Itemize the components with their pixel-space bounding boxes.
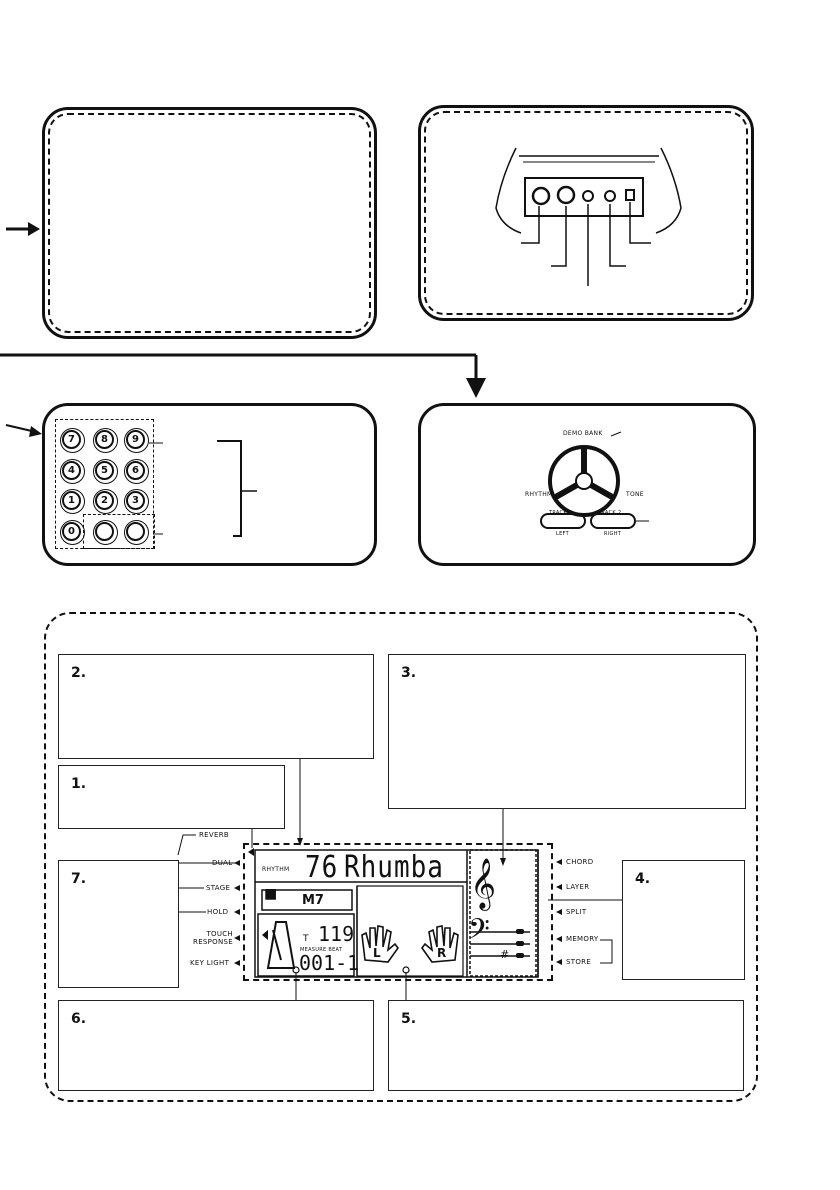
- treble-clef-icon: 𝄞: [470, 858, 497, 909]
- lcd-screen: [243, 843, 553, 981]
- panel-keypad: 7 8 9 4 5 6 1 2 3 0: [42, 403, 377, 566]
- dial-label-left: RHYTHM: [525, 491, 553, 498]
- indicator-chord: CHORD: [566, 858, 594, 866]
- key-4[interactable]: 4: [60, 459, 85, 484]
- callout-2: 2.: [58, 654, 374, 759]
- callout-6: 6.: [58, 1000, 374, 1091]
- lcd-chord: M7: [302, 893, 324, 908]
- indicator-dual: DUAL: [212, 859, 233, 867]
- lcd-hand-left: L: [373, 946, 381, 960]
- jack-icon: [556, 185, 576, 205]
- indicator-reverb: REVERB: [199, 831, 229, 839]
- callout-7: 7.: [58, 860, 179, 988]
- keypad-bracket: [149, 440, 257, 537]
- indicator-keylight: KEY LIGHT: [190, 959, 230, 967]
- lcd-measure-value: 001-1: [299, 951, 360, 975]
- key-7[interactable]: 7: [60, 428, 85, 453]
- track2-label: TRACK 2: [598, 510, 622, 516]
- dial-illustration: [540, 431, 649, 529]
- track1-sub-label: LEFT: [556, 531, 569, 537]
- indicator-touch: TOUCH RESPONSE: [193, 930, 233, 946]
- indicator-hold: HOLD: [207, 908, 229, 916]
- panel-dial: DEMO BANK RHYTHM TONE TRACK 1 TRACK 2 LE…: [418, 403, 756, 566]
- lcd-measure-label: MEASURE BEAT: [300, 947, 343, 953]
- callout-4: 4.: [622, 860, 745, 980]
- jack-icon: [531, 186, 551, 206]
- key-plus[interactable]: [93, 520, 118, 545]
- lcd-tempo-label: T: [303, 934, 309, 944]
- panel-top-left: [42, 107, 377, 339]
- jack-icon: [582, 190, 594, 202]
- bass-clef-icon: 𝄢: [468, 913, 490, 953]
- key-8[interactable]: 8: [93, 428, 118, 453]
- rear-jacks-illustration: [495, 147, 682, 286]
- key-2[interactable]: 2: [93, 489, 118, 514]
- key-3[interactable]: 3: [124, 489, 149, 514]
- lcd-sharp: #: [500, 948, 510, 961]
- key-9[interactable]: 9: [124, 428, 149, 453]
- lcd-hand-right: R: [437, 946, 447, 960]
- panel-jacks: [418, 105, 754, 321]
- left-hand-icon: [361, 925, 399, 963]
- key-minus[interactable]: [124, 520, 149, 545]
- indicator-layer: LAYER: [566, 883, 590, 891]
- track2-sub-label: RIGHT: [604, 531, 622, 537]
- callout-3: 3.: [388, 654, 746, 809]
- lcd-tempo-value: 119: [318, 922, 355, 946]
- indicator-stage: STAGE: [206, 884, 231, 892]
- jack-icon: [604, 190, 616, 202]
- key-6[interactable]: 6: [124, 459, 149, 484]
- indicator-split: SPLIT: [566, 908, 587, 916]
- callout-1: 1.: [58, 765, 285, 829]
- metronome-icon: [266, 921, 296, 969]
- lcd-song-name: Rhumba: [344, 850, 444, 886]
- lcd-song-number: 76: [305, 850, 339, 886]
- key-5[interactable]: 5: [93, 459, 118, 484]
- power-jack-icon: [625, 189, 635, 201]
- callout-5: 5.: [388, 1000, 744, 1091]
- lcd-hold-icon: ■: [264, 886, 278, 902]
- key-0[interactable]: 0: [60, 520, 85, 545]
- track1-button: [540, 513, 586, 529]
- lcd-song-label: RHYTHM: [262, 866, 290, 873]
- indicator-memory: MEMORY: [566, 935, 599, 943]
- dial-label-top: DEMO BANK: [563, 430, 603, 437]
- key-1[interactable]: 1: [60, 489, 85, 514]
- dial-label-right: TONE: [626, 491, 644, 498]
- track1-label: TRACK 1: [549, 510, 573, 516]
- indicator-store: STORE: [566, 958, 592, 966]
- right-hand-icon: [421, 925, 459, 963]
